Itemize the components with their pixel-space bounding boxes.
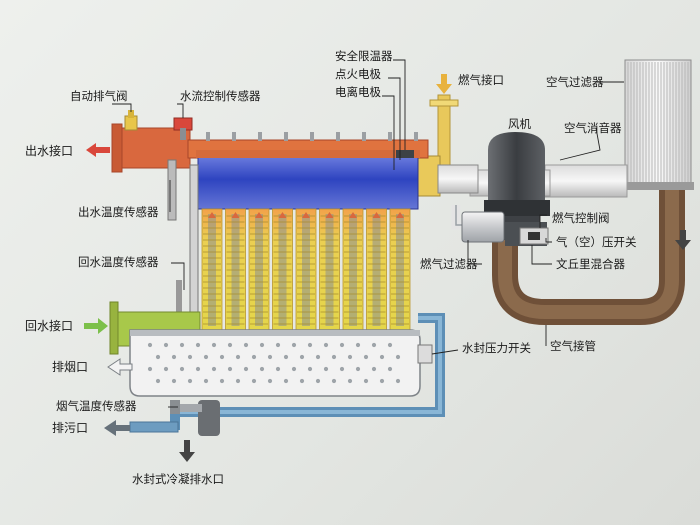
drain-pipe xyxy=(130,422,178,432)
label-gas-filter: 燃气过滤器 xyxy=(420,257,478,271)
water-outlet-arrow xyxy=(86,143,110,157)
drain-arrow xyxy=(104,420,130,436)
gas-inlet-arrow xyxy=(436,74,452,94)
label-water-inlet: 回水接口 xyxy=(25,318,73,333)
safety-limiter xyxy=(396,150,414,158)
water-seal-pressure-switch xyxy=(418,345,432,363)
label-water-seal-pressure-switch: 水封压力开关 xyxy=(462,341,531,355)
label-ionization-electrode: 电离电极 xyxy=(335,85,381,99)
label-air-filter: 空气过滤器 xyxy=(546,75,604,89)
heat-exchanger-fins xyxy=(202,209,410,331)
combustion-chamber xyxy=(198,155,418,209)
label-return-temp-sensor: 回水温度传感器 xyxy=(78,255,159,269)
auto-air-vent xyxy=(125,110,137,130)
label-gas-inlet: 燃气接口 xyxy=(458,73,504,87)
label-venturi-mixer: 文丘里混合器 xyxy=(556,257,625,271)
label-flue-temp-sensor: 烟气温度传感器 xyxy=(56,399,137,413)
label-drain-outlet: 排污口 xyxy=(52,421,88,435)
air-silencer xyxy=(545,165,627,197)
condensate-tank xyxy=(130,330,420,396)
label-water-outlet: 出水接口 xyxy=(25,143,73,158)
label-air-pressure-switch: 气（空）压开关 xyxy=(556,235,637,249)
label-water-flow-sensor: 水流控制传感器 xyxy=(180,89,261,103)
condensate-arrow xyxy=(179,440,195,462)
label-safety-limiter: 安全限温器 xyxy=(335,49,393,63)
air-filter xyxy=(622,60,694,190)
label-ignition-electrode: 点火电极 xyxy=(335,67,381,81)
gas-control-valve xyxy=(505,222,548,246)
label-air-duct: 空气接管 xyxy=(550,339,596,353)
label-gas-control-valve: 燃气控制阀 xyxy=(552,211,610,225)
label-auto-air-vent: 自动排气阀 xyxy=(70,89,128,103)
label-fan: 风机 xyxy=(508,117,531,131)
flue-arrow xyxy=(108,359,132,375)
label-air-silencer: 空气消音器 xyxy=(564,121,622,135)
label-condensate-drain: 水封式冷凝排水口 xyxy=(132,472,224,486)
label-outlet-temp-sensor: 出水温度传感器 xyxy=(78,205,159,219)
label-flue-outlet: 排烟口 xyxy=(52,360,88,374)
water-inlet-arrow xyxy=(84,318,108,334)
